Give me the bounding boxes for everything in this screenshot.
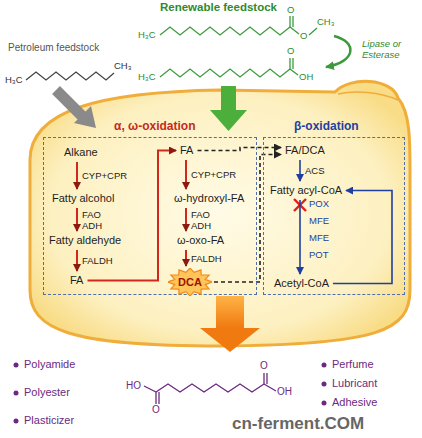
fatty-acid-structure (160, 58, 298, 77)
enzyme-label: ACS (305, 165, 325, 176)
chem-atom: O (287, 45, 294, 57)
chem-atom: H₃C (138, 29, 156, 41)
chem-atom: O (300, 30, 307, 42)
chem-atom: O (152, 404, 160, 416)
chem-atom: H₃C (5, 74, 23, 86)
alkane-structure (26, 72, 114, 80)
node-text: FA (178, 143, 195, 158)
watermark: cn-ferment.COM (232, 414, 364, 433)
chem-atom: O (260, 360, 268, 372)
node-text: Fatty aldehyde (47, 233, 123, 248)
yeast-cell (30, 81, 410, 346)
enzyme-label: FAO ADH (191, 209, 211, 231)
metabolite: ω-oxo-FA (175, 233, 226, 248)
panel-heading: α, ω-oxidation (114, 119, 196, 133)
pathway-panel: β-oxidationFA/DCAFatty acyl-CoAAcetyl-Co… (264, 138, 404, 294)
product-item: Perfume (332, 358, 374, 371)
metabolite: Acetyl-CoA (272, 276, 331, 291)
chem-atom: O (287, 4, 294, 16)
metabolite: Fatty acyl-CoA (268, 183, 344, 198)
pathway-panel: α, ω-oxidationAlkaneFatty alcoholFatty a… (44, 138, 256, 294)
product-arrow (200, 296, 260, 352)
enzyme-label: CYP+CPR (82, 170, 127, 181)
pathway-arrow (76, 208, 78, 231)
chem-atom: OH (299, 71, 313, 83)
product-item: Polyamide (24, 358, 75, 371)
methyl-ester-structure (160, 16, 317, 35)
enzyme-label: CYP+CPR (191, 169, 236, 180)
metabolite: FA/DCA (283, 143, 327, 158)
chem-atom: CH₃ (317, 16, 335, 28)
metabolite: FA (68, 273, 85, 288)
node-text: FA/DCA (283, 143, 327, 158)
node-text: DCA (176, 275, 204, 290)
product-item: Adhesive (332, 396, 377, 409)
node-text: Fatty acyl-CoA (268, 183, 344, 198)
chem-atom: CH₃ (114, 60, 132, 72)
pathway-arrow (76, 162, 78, 189)
pathway-arrow (299, 200, 301, 274)
hydrolysis-arrow (326, 36, 350, 67)
chem-atom: OH (277, 386, 292, 398)
metabolite: Fatty aldehyde (47, 233, 123, 248)
pathway-arrow (299, 160, 301, 181)
metabolite: Alkane (62, 145, 100, 160)
pathway-arrow (185, 160, 187, 189)
pathway-arrow (198, 148, 282, 151)
chem-atom: HO (126, 380, 141, 392)
node-text: Fatty alcohol (50, 191, 116, 206)
metabolite: Fatty alcohol (50, 191, 116, 206)
metabolite: ω-hydroxyl-FA (172, 191, 246, 206)
pathway-arrow (333, 191, 392, 284)
enzyme-label: MFE (309, 215, 329, 227)
feedstock-label: Renewable feedstock (160, 1, 277, 14)
node-text: ω-oxo-FA (175, 233, 226, 248)
renewable-arrow (210, 86, 247, 131)
chem-atom: H₃C (138, 71, 156, 83)
node-text: ω-hydroxyl-FA (172, 191, 246, 206)
node-text: Alkane (62, 145, 100, 160)
node-text: FA (68, 273, 85, 288)
pathway-arrow (185, 208, 187, 231)
enzyme-label: FALDH (191, 253, 222, 264)
node-text: Acetyl-CoA (272, 276, 331, 291)
enzyme-label: FALDH (82, 255, 113, 266)
product-item: Polyester (24, 386, 70, 399)
product-starburst: DCA (168, 268, 212, 296)
dca-structure (144, 373, 276, 404)
petroleum-arrow (56, 90, 96, 128)
enzyme-label: POT (309, 249, 329, 261)
enzyme-label: MFE (309, 232, 329, 244)
pathway-arrow (76, 250, 78, 271)
enzyme-label: FAO ADH (82, 209, 102, 231)
panel-heading: β-oxidation (294, 119, 359, 133)
pathway-arrow (185, 250, 187, 266)
enzyme-label: POX (309, 198, 329, 210)
product-item: Lubricant (332, 377, 377, 390)
bud-scar (338, 92, 398, 100)
metabolite: FA (178, 143, 195, 158)
enzyme-label: Lipase or Esterase (362, 38, 412, 60)
feedstock-label: Petroleum feedstock (8, 42, 99, 54)
product-item: Plasticizer (24, 414, 74, 427)
